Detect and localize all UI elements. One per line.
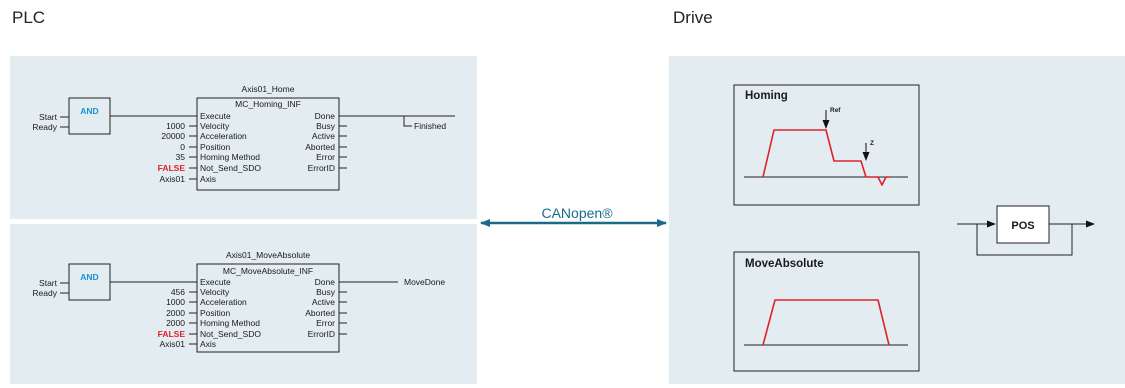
home-input-name: Execute [200,111,231,121]
move-output-name: Active [312,297,335,307]
move-output-name: Done [315,277,336,287]
homing-graph-title: Homing [745,90,788,102]
home-instance-name: Axis01_Home [242,84,295,94]
drive-heading: Drive [673,8,713,27]
canopen-label: CANopen® [541,205,613,221]
home-output-name: Done [315,111,336,121]
move-output-name: Aborted [305,308,335,318]
home-input-value: 35 [176,152,186,162]
move-input-name: Velocity [200,287,230,297]
home-ready-label: Ready [32,122,57,132]
home-finished-branch [403,116,412,127]
ref-marker-label: Ref [830,107,841,114]
homing-graph-frame [733,84,920,206]
move-input-value: 456 [171,287,185,297]
move-input-name: Execute [200,277,231,287]
home-finished-label: Finished [414,121,446,131]
homing-profile-graph: Homing Ref Z [733,84,920,206]
move-output-name: Busy [316,287,336,297]
move-input-value: Axis01 [159,339,185,349]
pos-feedback-loop [976,224,1073,256]
move-input-value: 2000 [166,318,185,328]
move-fb-box [196,263,340,353]
move-input-name: Acceleration [200,297,247,307]
home-input-name: Not_Send_SDO [200,163,261,173]
plc-heading: PLC [12,8,46,27]
pos-block [996,205,1050,244]
move-input-name: Position [200,308,231,318]
move-fb-name: MC_MoveAbsolute_INF [223,266,313,276]
home-output-name: ErrorID [308,163,335,173]
move-input-value: 1000 [166,297,185,307]
home-function-block: Axis01_Home MC_Homing_INF AND Start Read… [32,84,455,191]
move-output-name: ErrorID [308,329,335,339]
move-ready-label: Ready [32,288,57,298]
move-input-name: Not_Send_SDO [200,329,261,339]
home-input-value: 0 [180,142,185,152]
moveabsolute-graph-title: MoveAbsolute [745,258,824,270]
move-input-value: 2000 [166,308,185,318]
home-fb-name: MC_Homing_INF [235,99,301,109]
move-start-label: Start [39,278,58,288]
moveabsolute-profile-graph: MoveAbsolute [733,251,920,372]
home-input-name: Homing Method [200,152,260,162]
home-input-value: FALSE [158,163,186,173]
move-done-label: MoveDone [404,277,445,287]
home-fb-box [196,97,340,191]
moveabsolute-graph-frame [733,251,920,372]
home-input-name: Acceleration [200,131,247,141]
move-and-label: AND [80,272,98,282]
home-input-name: Axis [200,174,216,184]
home-and-gate [68,97,111,135]
moveabsolute-velocity-profile [762,299,890,346]
home-and-label: AND [80,106,98,116]
homing-velocity-profile [762,129,890,186]
home-input-name: Position [200,142,231,152]
home-input-name: Velocity [200,121,230,131]
move-input-name: Axis [200,339,216,349]
home-output-name: Busy [316,121,336,131]
move-input-value: FALSE [158,329,186,339]
move-instance-name: Axis01_MoveAbsolute [226,250,310,260]
position-control-loop: POS [957,205,1095,256]
z-marker-label: Z [870,140,874,147]
move-function-block: Axis01_MoveAbsolute MC_MoveAbsolute_INF … [32,250,445,353]
home-start-label: Start [39,112,58,122]
home-output-name: Active [312,131,335,141]
home-output-name: Aborted [305,142,335,152]
home-input-value: Axis01 [159,174,185,184]
pos-block-label: POS [1011,220,1034,232]
home-input-value: 1000 [166,121,185,131]
home-input-value: 20000 [161,131,185,141]
home-output-name: Error [316,152,335,162]
move-output-name: Error [316,318,335,328]
move-and-gate [68,263,111,301]
move-input-name: Homing Method [200,318,260,328]
